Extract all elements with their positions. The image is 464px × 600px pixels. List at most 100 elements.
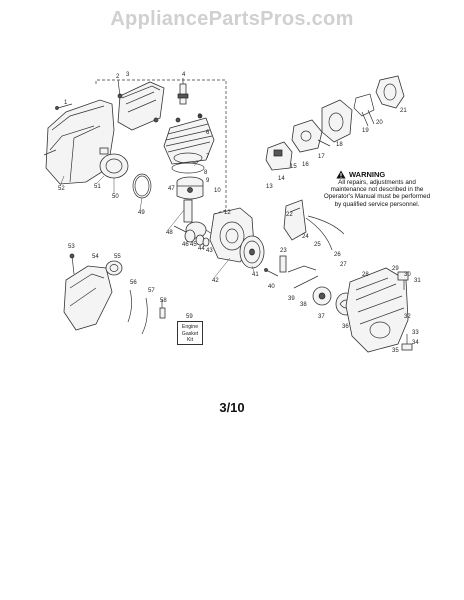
label-p28: 28 [362,272,369,278]
label-p26: 26 [334,252,341,258]
label-p54: 54 [92,254,99,260]
piston [176,176,204,200]
fuel-line-56 [127,289,132,323]
label-p57: 57 [148,288,155,294]
label-p24: 24 [302,234,309,240]
label-p56: 56 [130,280,137,286]
engine-gasket-kit-box: Engine Gasket Kit [177,321,203,345]
label-p15: 15 [290,164,297,170]
air-filter-element [99,147,129,179]
screws-19 [361,109,375,127]
label-p19: 19 [362,128,369,134]
fuel-line [305,215,345,251]
label-p13: 13 [266,184,273,190]
fuel-cap [105,260,123,276]
label-p7: 7 [206,154,210,160]
screw-53 [69,253,75,275]
label-p3: 3 [126,72,130,78]
label-p8: 8 [204,170,208,176]
screw-2 [117,79,121,97]
warning-notice: WARNING All repairs, adjustments and mai… [322,170,432,208]
label-p53: 53 [68,244,75,250]
flywheel [239,235,265,269]
starter-handle [397,271,409,290]
label-p44: 44 [198,246,205,252]
label-p22: 22 [286,212,293,218]
label-p48: 48 [166,230,173,236]
label-p29: 29 [392,266,399,272]
muffler [117,81,165,131]
label-p51: 51 [94,184,101,190]
air-filter-housing [43,99,115,185]
label-p10: 10 [214,188,221,194]
gasket-ring [132,173,152,199]
fuel-filter-58 [159,300,166,319]
label-p27: 27 [340,262,347,268]
label-p46: 46 [182,242,189,248]
label-p32: 32 [404,314,411,320]
assembly-outline [95,79,227,120]
label-p45: 45 [190,242,197,248]
pawl-pin [279,255,287,273]
label-p58: 58 [160,298,167,304]
label-p47: 47 [168,186,175,192]
cylinder [163,113,215,165]
label-p43: 43 [206,248,213,254]
kit-line-3: Kit [186,337,194,343]
clutch-arm [287,265,319,289]
label-p18: 18 [336,142,343,148]
label-p5: 5 [198,114,202,120]
fuel-tank-mount [283,199,307,241]
leader-lines [59,159,255,279]
label-p9: 9 [206,178,210,184]
label-p37: 37 [318,314,325,320]
carburetor [291,119,331,153]
warning-triangle-icon [336,170,346,179]
page-number: 3/10 [219,400,245,415]
filter-gasket [353,93,375,117]
label-p39: 39 [288,296,295,302]
label-p21: 21 [400,108,407,114]
label-p35: 35 [392,348,399,354]
air-filter-base [321,99,353,143]
filter-plate [375,75,405,109]
part-labels: 1 2 3 4 5 6 7 8 9 10 12 13 14 15 16 17 1… [58,72,421,354]
label-p42: 42 [212,278,219,284]
ignition-module [265,141,293,171]
label-p34: 34 [412,340,419,346]
watermark-logo: AppliancePartsPros.com [110,8,354,30]
label-p20: 20 [376,120,383,126]
label-p41: 41 [252,272,259,278]
starter-housing [345,267,409,353]
label-p55: 55 [114,254,121,260]
label-p40: 40 [268,284,275,290]
label-p2: 2 [116,74,120,80]
spark-plug [177,78,189,105]
label-p14: 14 [278,176,285,182]
screw-1 [55,103,73,110]
bearings-seals [184,229,210,247]
kit-line-1: Engine [181,324,199,330]
label-p16: 16 [302,162,309,168]
cylinder-gasket [171,162,205,174]
label-p12: 12 [224,210,231,216]
label-p50: 50 [112,194,119,200]
kit-line-2: Gasket [181,330,199,337]
label-p23: 23 [280,248,287,254]
label-p1: 1 [64,100,68,106]
warning-title: WARNING [349,169,386,179]
label-p38: 38 [300,302,307,308]
fuel-tank-cover [63,265,113,331]
label-p6: 6 [206,130,210,136]
label-p36: 36 [342,324,349,330]
label-p17: 17 [318,154,325,160]
label-p30: 30 [404,272,411,278]
pin-40 [264,268,279,277]
starter-pulley [312,286,332,306]
fuel-line-57 [141,297,148,335]
warning-body: All repairs, adjustments and maintenance… [323,179,431,208]
label-p59: 59 [186,314,193,320]
label-p31: 31 [414,278,421,284]
label-p49: 49 [138,210,145,216]
